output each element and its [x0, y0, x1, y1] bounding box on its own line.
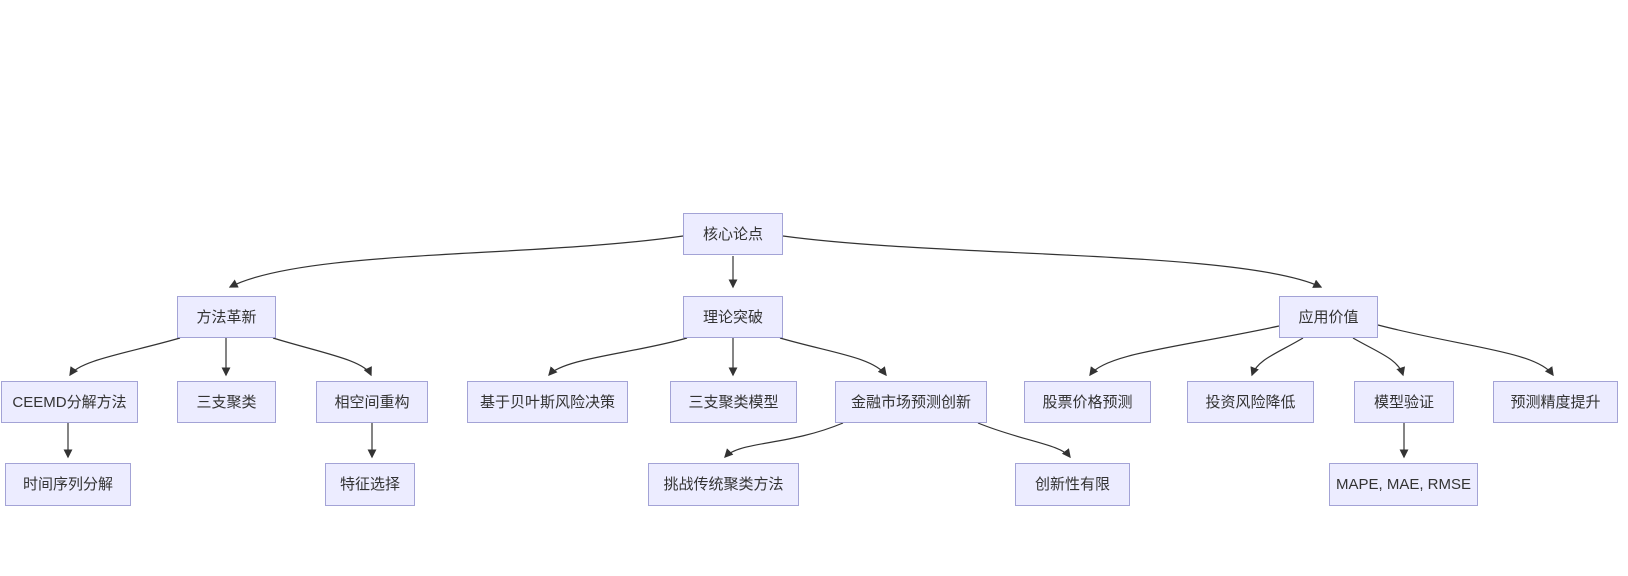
edge-application-stock [1089, 325, 1280, 377]
node-three-way: 三支聚类 [177, 381, 276, 423]
node-accuracy: 预测精度提升 [1493, 381, 1618, 423]
node-finance: 金融市场预测创新 [835, 381, 987, 423]
edge-finance-challenge [724, 422, 844, 458]
node-validation: 模型验证 [1354, 381, 1454, 423]
edge-method-ceemd [69, 337, 181, 377]
node-challenge: 挑战传统聚类方法 [648, 463, 799, 506]
node-bayes: 基于贝叶斯风险决策 [467, 381, 628, 423]
node-limited: 创新性有限 [1015, 463, 1130, 506]
node-stock: 股票价格预测 [1024, 381, 1151, 423]
edge-core-method [228, 235, 684, 288]
node-method: 方法革新 [177, 296, 276, 338]
edge-application-accuracy [1377, 324, 1554, 377]
node-application: 应用价值 [1279, 296, 1378, 338]
edge-finance-limited [977, 422, 1071, 459]
edge-application-validation [1352, 337, 1406, 377]
node-risk: 投资风险降低 [1187, 381, 1314, 423]
edge-method-phase [272, 337, 372, 377]
edge-core-application [782, 235, 1323, 288]
node-phase-space: 相空间重构 [316, 381, 428, 423]
node-theory: 理论突破 [683, 296, 783, 338]
node-metrics: MAPE, MAE, RMSE [1329, 463, 1478, 506]
node-feature: 特征选择 [325, 463, 415, 506]
node-core: 核心论点 [683, 213, 783, 255]
edge-theory-bayes [548, 337, 688, 377]
edge-theory-finance [779, 337, 887, 377]
node-time-series: 时间序列分解 [5, 463, 131, 506]
edge-application-risk [1250, 337, 1304, 377]
node-ceemd: CEEMD分解方法 [1, 381, 138, 423]
node-twc-model: 三支聚类模型 [670, 381, 797, 423]
